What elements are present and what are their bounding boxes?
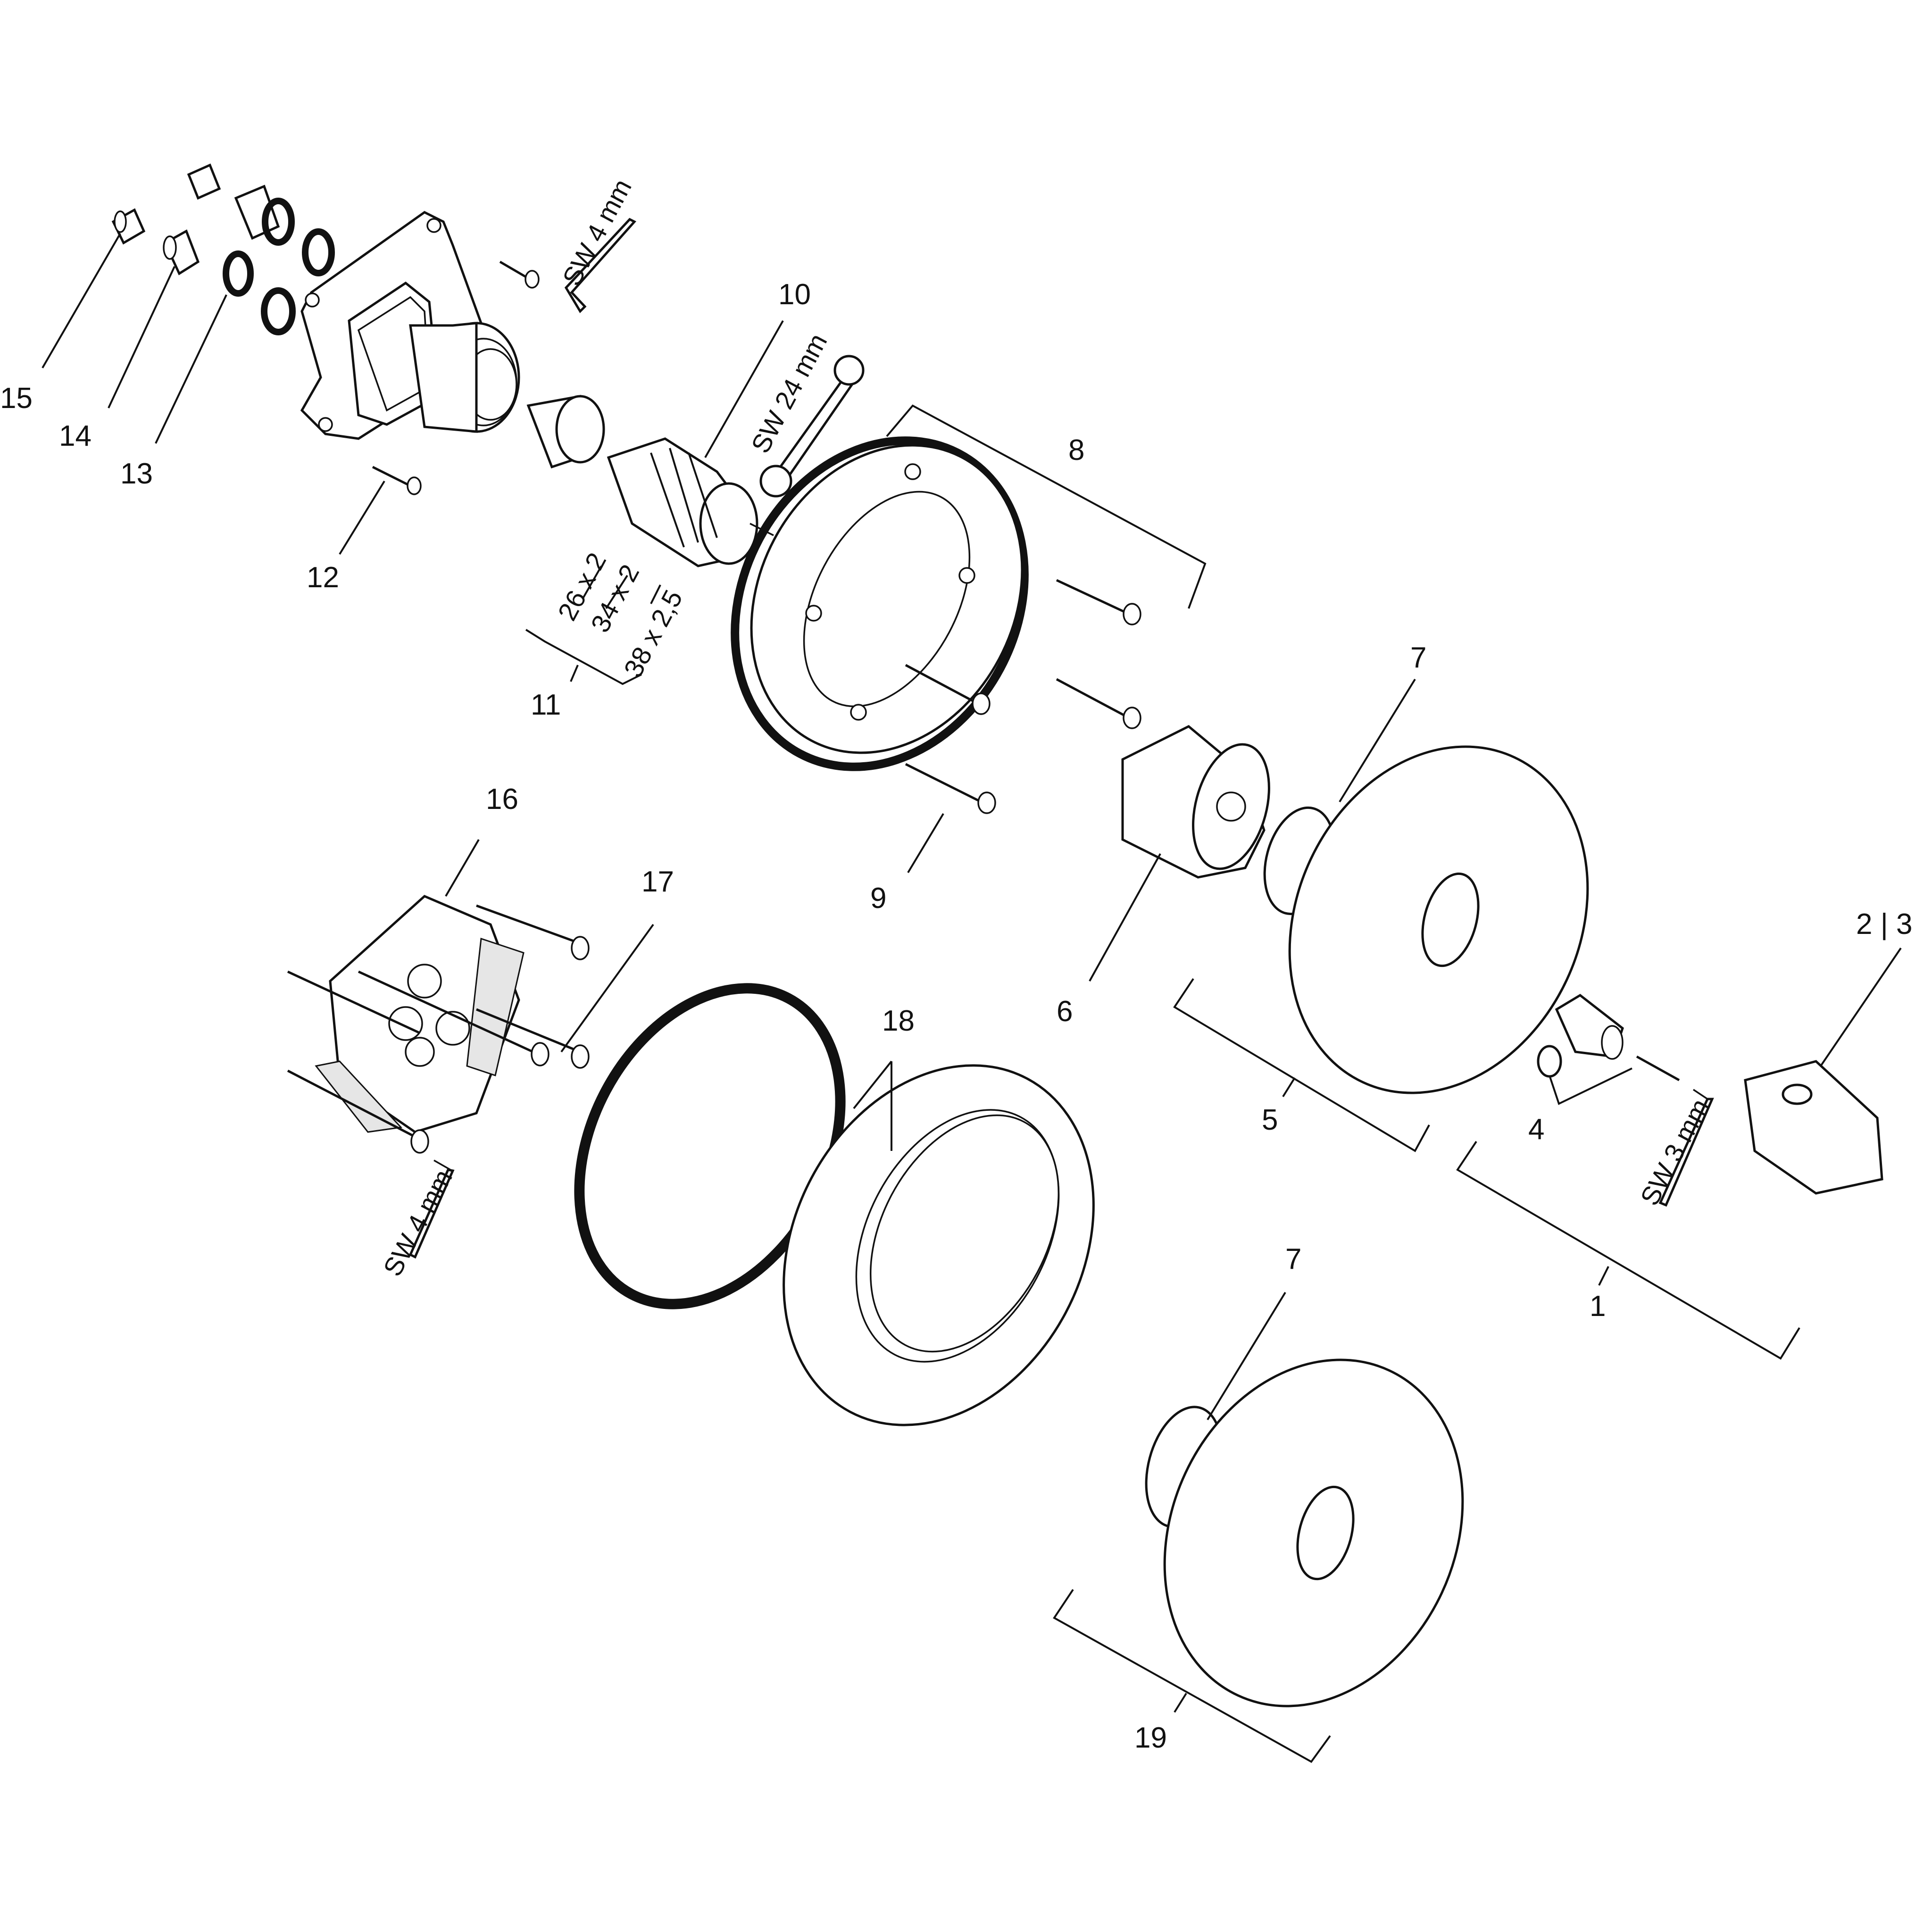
- fitting-top-b: [234, 184, 280, 240]
- leader-lines: [42, 233, 1902, 1763]
- label-part-14: 14: [59, 420, 92, 452]
- label-part-5: 5: [1262, 1104, 1278, 1136]
- oring-top-a: [262, 198, 295, 246]
- label-part-9: 9: [870, 882, 886, 915]
- label-part-15: 15: [0, 382, 33, 415]
- cover-plate-19: [1163, 1358, 1464, 1707]
- label-part-11: 11: [531, 689, 561, 721]
- plaster-guard-16: [315, 895, 525, 1133]
- cover-plate-5: [1288, 745, 1589, 1094]
- allen-key-sw3: [1658, 1089, 1714, 1207]
- label-part-6: 6: [1057, 995, 1073, 1028]
- label-part-16: 16: [486, 783, 518, 816]
- allen-key-sw4-bottom: [408, 1159, 455, 1259]
- mounting-ring-8: [731, 436, 1029, 771]
- label-part-17: 17: [641, 866, 674, 898]
- label-sw24: SW 24 mm: [745, 329, 833, 458]
- knob-2-3: [1744, 1060, 1883, 1195]
- screw-top: [499, 260, 540, 289]
- allen-key-sw4-top: [564, 217, 637, 314]
- sleeve-6: [1121, 725, 1270, 879]
- screw-9a: [1056, 579, 1141, 625]
- frame-ring-18: [783, 1064, 1095, 1426]
- label-part-4: 4: [1528, 1113, 1544, 1146]
- label-part-7a: 7: [1410, 641, 1426, 674]
- oring-13b: [261, 287, 296, 335]
- fitting-15: [111, 208, 146, 245]
- screw-9d: [905, 763, 996, 814]
- label-part-13: 13: [120, 458, 153, 490]
- label-part-19: 19: [1134, 1722, 1167, 1754]
- screw-9b: [1056, 678, 1141, 729]
- label-sw3: SW 3 mm: [1634, 1094, 1715, 1210]
- oring-13a: [223, 250, 254, 297]
- fitting-14: [163, 229, 200, 275]
- stem-4: [1537, 993, 1680, 1082]
- label-part-1: 1: [1590, 1290, 1606, 1323]
- label-part-2-3: 2 | 3: [1856, 908, 1913, 941]
- cartridge-11: [607, 437, 774, 567]
- label-part-12: 12: [307, 561, 339, 594]
- fitting-top-a: [187, 163, 221, 200]
- label-part-7b: 7: [1285, 1243, 1301, 1275]
- oring-top-b: [302, 228, 335, 276]
- label-sw4-bottom: SW 4 mm: [377, 1165, 458, 1281]
- label-part-18: 18: [882, 1005, 915, 1037]
- screw-12: [372, 466, 422, 495]
- label-part-10: 10: [778, 278, 811, 311]
- label-part-8: 8: [1068, 434, 1084, 466]
- screws-17: [287, 904, 590, 1154]
- adapter-sleeve: [526, 395, 605, 469]
- screw-9c: [905, 664, 991, 715]
- wrench-sw24: [759, 355, 865, 498]
- valve-body-assembly: [300, 211, 520, 440]
